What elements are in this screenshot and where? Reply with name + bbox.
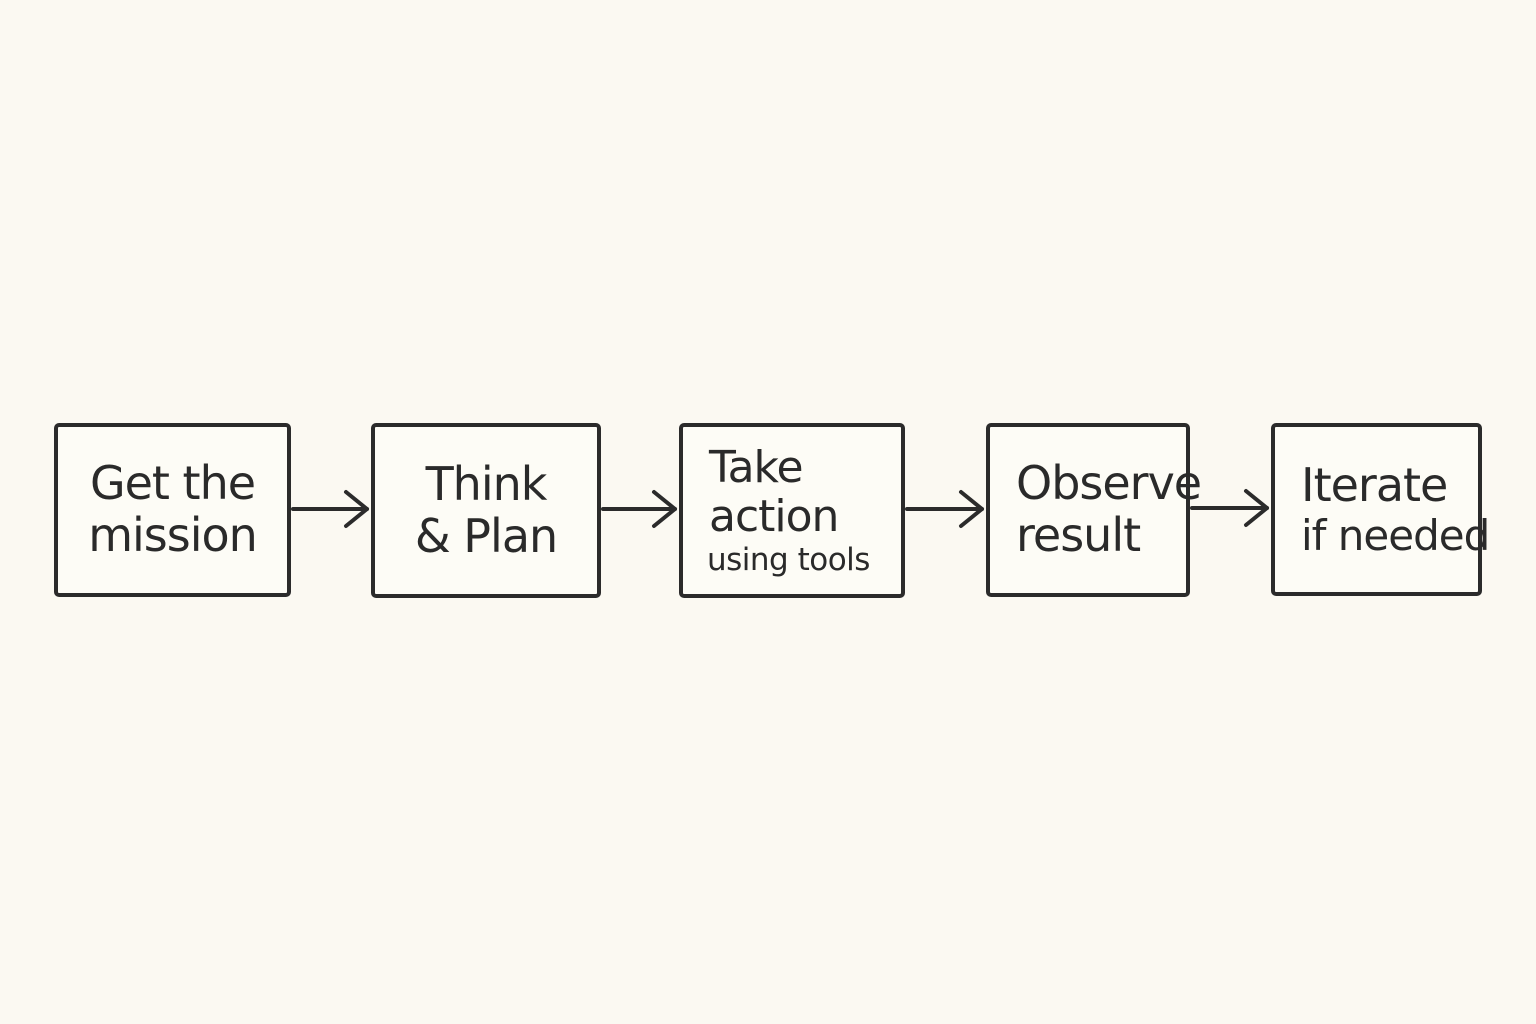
step-4-label-line-1: Observe <box>1016 456 1202 511</box>
step-box-take-action: Take action using tools <box>679 423 905 598</box>
step-box-think-and-plan: Think & Plan <box>371 423 601 598</box>
step-3-label-line-2: action <box>709 491 839 543</box>
arrow-2-to-3 <box>601 490 677 528</box>
arrow-4-to-5 <box>1190 489 1269 527</box>
arrow-3-to-4 <box>905 490 984 528</box>
step-3-label-line-1: Take <box>709 441 804 493</box>
step-box-iterate-if-needed: Iterate if needed <box>1271 423 1490 596</box>
step-box-observe-result: Observe result <box>986 423 1202 597</box>
step-1-label-line-1: Get the <box>89 456 256 511</box>
step-box-get-the-mission: Get the mission <box>54 423 291 597</box>
step-5-label-line-1: Iterate <box>1301 458 1448 513</box>
step-2-label-line-2: & Plan <box>414 508 558 563</box>
step-2-label-line-1: Think <box>425 456 548 511</box>
step-1-label-line-2: mission <box>88 508 258 562</box>
step-4-label-line-2: result <box>1016 508 1141 562</box>
step-5-label-line-2: if needed <box>1301 510 1490 560</box>
step-3-label-line-3: using tools <box>707 542 870 579</box>
arrow-1-to-2 <box>291 490 369 528</box>
